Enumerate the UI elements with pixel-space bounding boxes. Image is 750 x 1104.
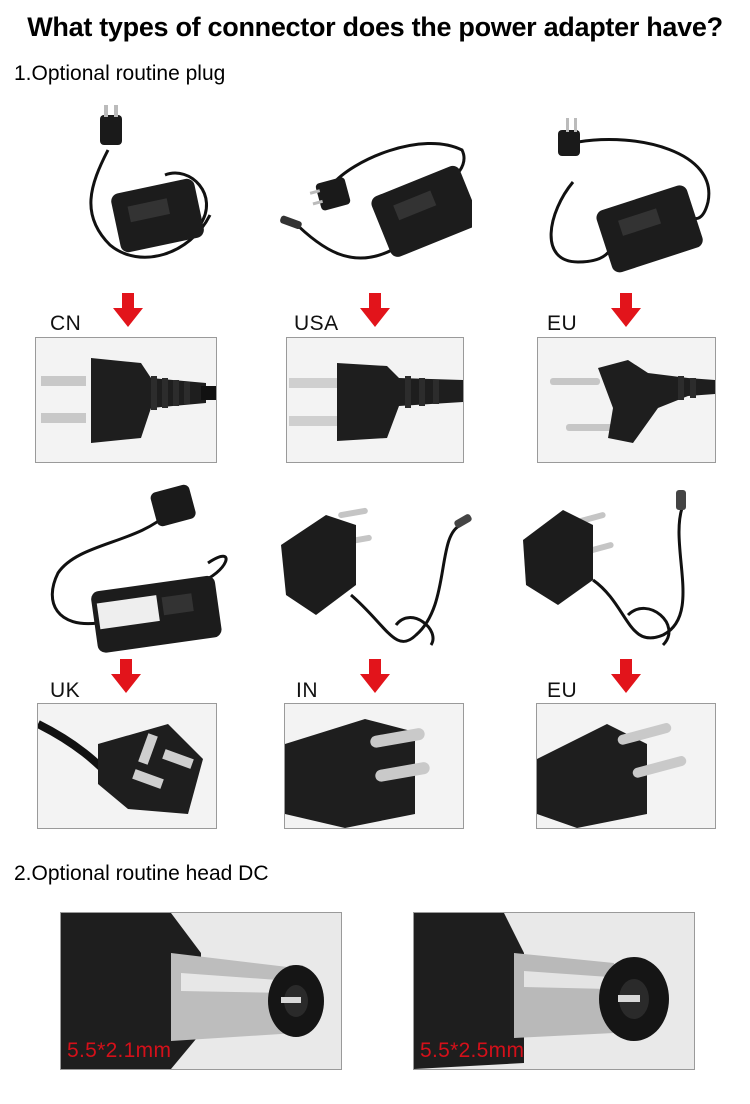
dc-head-label-2-1: 5.5*2.1mm	[67, 1039, 172, 1062]
adapter-photo-usa	[272, 100, 472, 280]
dc-head-label-2-5: 5.5*2.5mm	[420, 1039, 525, 1062]
adapter-photo-cn	[70, 105, 230, 280]
plug-closeup-eu	[537, 337, 716, 463]
down-arrow-icon	[360, 293, 390, 327]
adapter-photo-uk	[38, 483, 238, 658]
section-heading-plugs: 1.Optional routine plug	[14, 62, 226, 85]
page-title: What types of connector does the power a…	[27, 12, 723, 42]
plug-label-usa: USA	[294, 312, 339, 335]
down-arrow-icon	[360, 659, 390, 693]
plug-label-in: IN	[296, 679, 318, 702]
plug-label-uk: UK	[50, 679, 81, 702]
plug-closeup-usa	[286, 337, 464, 463]
adapter-photo-eu	[518, 112, 728, 287]
plug-label-cn: CN	[50, 312, 82, 335]
adapter-photo-in	[276, 485, 476, 655]
section-heading-dc: 2.Optional routine head DC	[14, 862, 269, 885]
plug-closeup-cn	[35, 337, 217, 463]
plug-closeup-uk	[37, 703, 217, 829]
dc-head-photo-2-5: 5.5*2.5mm	[413, 912, 695, 1070]
down-arrow-icon	[113, 293, 143, 327]
plug-closeup-eu-2	[536, 703, 716, 829]
dc-head-photo-2-1: 5.5*2.1mm	[60, 912, 342, 1070]
plug-closeup-in	[284, 703, 464, 829]
down-arrow-icon	[611, 293, 641, 327]
plug-label-eu: EU	[547, 312, 578, 335]
plug-label-eu-2: EU	[547, 679, 578, 702]
down-arrow-icon	[611, 659, 641, 693]
down-arrow-icon	[111, 659, 141, 693]
adapter-photo-eu-2	[518, 485, 728, 655]
